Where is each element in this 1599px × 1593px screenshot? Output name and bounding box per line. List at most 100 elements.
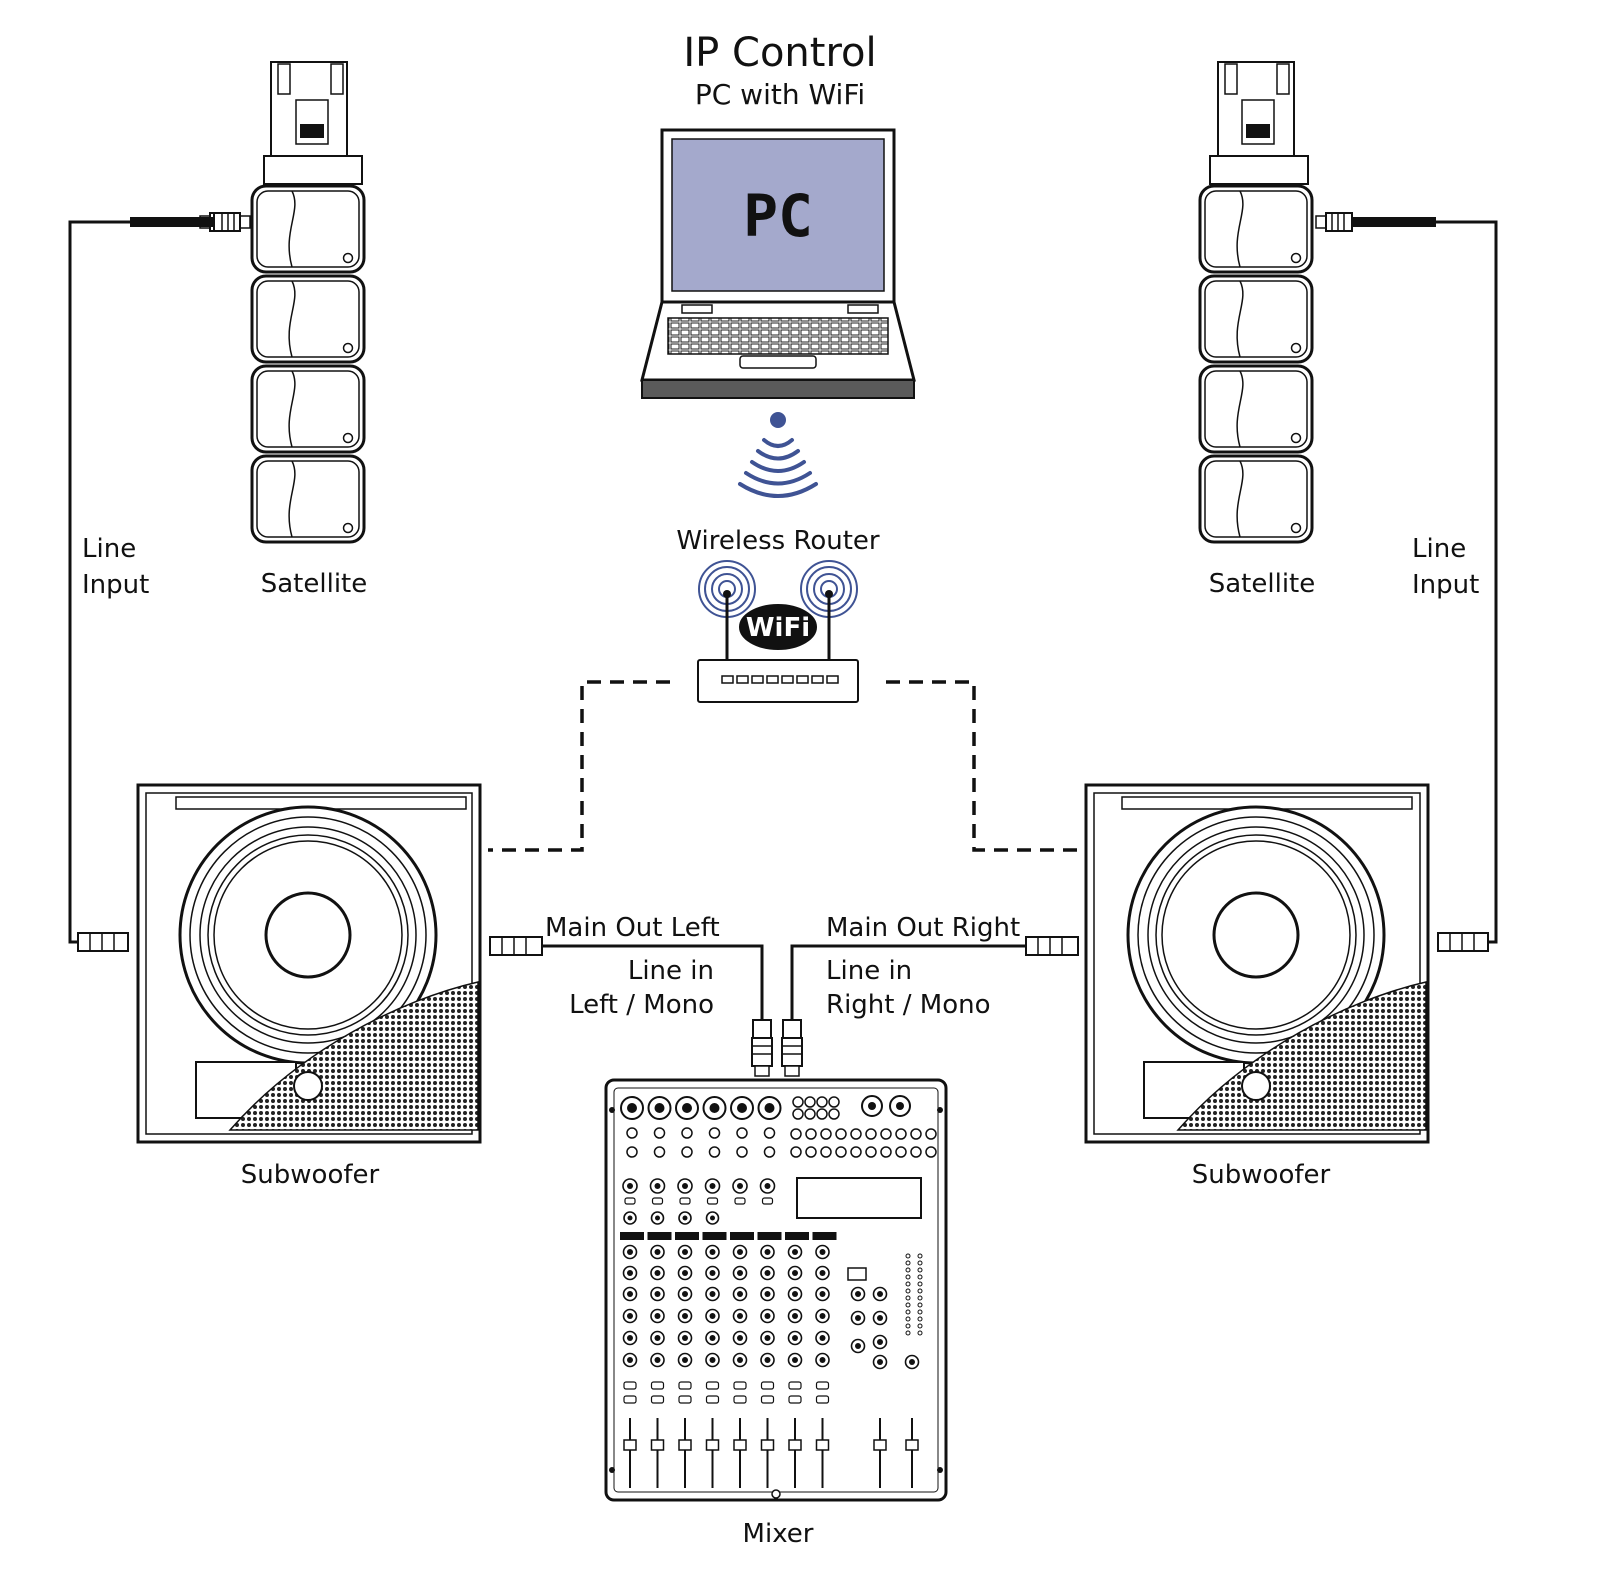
xlr-input-jack-center bbox=[709, 1103, 720, 1113]
gain-knob-center bbox=[737, 1183, 743, 1189]
stereo-input-jack bbox=[804, 1108, 816, 1120]
output-jack bbox=[835, 1128, 847, 1140]
channel-header bbox=[812, 1232, 837, 1240]
mixer-label: Mixer bbox=[743, 1519, 814, 1549]
channel-knob-center bbox=[764, 1291, 771, 1297]
switch bbox=[706, 1197, 719, 1205]
line-input-jack bbox=[626, 1127, 638, 1139]
gain-knob-center bbox=[709, 1183, 716, 1189]
channel-knob-center bbox=[709, 1291, 716, 1297]
line-in-right-label-2: Right / Mono bbox=[826, 990, 990, 1020]
right-line-input-cable bbox=[1315, 212, 1498, 944]
channel-knob-center bbox=[709, 1313, 716, 1319]
master-knob-center bbox=[855, 1315, 861, 1321]
stereo-input-jack bbox=[816, 1096, 828, 1108]
channel-knob-center bbox=[819, 1249, 826, 1255]
channel-knob-center bbox=[627, 1313, 633, 1319]
meter-led bbox=[917, 1302, 923, 1308]
mute-button bbox=[623, 1381, 637, 1390]
left-satellite-label: Satellite bbox=[261, 569, 368, 599]
wifi-logo bbox=[737, 602, 819, 652]
channel-knob-center bbox=[682, 1291, 688, 1297]
mute-button bbox=[705, 1381, 720, 1390]
line-input-jack bbox=[736, 1127, 748, 1139]
wifi-link-left bbox=[488, 680, 670, 852]
switch bbox=[651, 1197, 664, 1205]
pfl-button bbox=[760, 1395, 775, 1404]
channel-knob-center bbox=[627, 1291, 633, 1297]
meter-led bbox=[905, 1316, 911, 1322]
left-subwoofer bbox=[136, 783, 482, 1144]
fader-cap bbox=[760, 1439, 775, 1451]
mute-button bbox=[733, 1381, 747, 1390]
xlr-input-jack-center bbox=[737, 1103, 747, 1113]
fader-cap bbox=[650, 1439, 665, 1451]
fader-cap bbox=[733, 1439, 747, 1451]
pfl-button bbox=[705, 1395, 720, 1404]
switch bbox=[761, 1197, 774, 1205]
meter-led bbox=[917, 1281, 923, 1287]
left-satellite-speaker bbox=[250, 61, 366, 544]
channel-knob-center bbox=[709, 1249, 716, 1255]
wifi-link-right bbox=[886, 680, 1085, 852]
right-line-input-label-1: Line bbox=[1412, 534, 1466, 564]
pfl-button bbox=[733, 1395, 747, 1404]
left-line-input-label-2: Input bbox=[82, 570, 149, 600]
channel-knob-center bbox=[709, 1335, 716, 1341]
channel-knob-center bbox=[792, 1313, 798, 1319]
left-subwoofer-label: Subwoofer bbox=[241, 1160, 380, 1190]
mixer bbox=[604, 1078, 948, 1502]
channel-knob-center bbox=[792, 1291, 798, 1297]
wifi-logo-text: WiFi bbox=[746, 613, 810, 643]
meter-led bbox=[917, 1323, 923, 1329]
pfl-button bbox=[788, 1395, 802, 1404]
channel-header bbox=[647, 1232, 672, 1240]
output-jack bbox=[925, 1128, 937, 1140]
main-output-xlr-center bbox=[868, 1102, 876, 1110]
stereo-input-jack bbox=[828, 1108, 840, 1120]
channel-knob-center bbox=[737, 1335, 743, 1341]
right-subwoofer-grille bbox=[1176, 981, 1427, 1131]
master-fader-cap bbox=[873, 1439, 887, 1451]
meter-led bbox=[917, 1288, 923, 1294]
laptop-touchpad bbox=[739, 355, 817, 369]
channel-knob-center bbox=[819, 1313, 826, 1319]
channel-knob-center bbox=[682, 1313, 688, 1319]
xlr-input-jack-center bbox=[627, 1103, 637, 1113]
stereo-input-jack bbox=[828, 1096, 840, 1108]
left-subwoofer-output-connector bbox=[489, 936, 543, 956]
meter-led bbox=[905, 1274, 911, 1280]
main-output-xlr-center bbox=[896, 1102, 904, 1110]
channel-knob-center bbox=[819, 1357, 826, 1363]
left-subwoofer-input-connector bbox=[77, 932, 129, 952]
output-jack bbox=[865, 1146, 877, 1158]
stereo-input-jack bbox=[804, 1096, 816, 1108]
right-satellite-speaker bbox=[1198, 61, 1314, 544]
stereo-input-jack bbox=[816, 1108, 828, 1120]
output-jack bbox=[880, 1146, 892, 1158]
channel-knob-center bbox=[819, 1335, 826, 1341]
main-out-left-label: Main Out Left bbox=[545, 913, 720, 943]
fader-cap bbox=[705, 1439, 720, 1451]
mixer-controls bbox=[620, 1095, 937, 1488]
channel-knob-center bbox=[764, 1335, 771, 1341]
channel-knob-center bbox=[709, 1270, 716, 1276]
channel-knob-center bbox=[627, 1270, 633, 1276]
output-jack bbox=[925, 1146, 937, 1158]
master-fader-cap bbox=[905, 1439, 919, 1451]
switch bbox=[624, 1197, 636, 1205]
channel-knob-center bbox=[682, 1270, 688, 1276]
pfl-button bbox=[678, 1395, 692, 1404]
channel-knob-center bbox=[627, 1335, 633, 1341]
channel-knob-center bbox=[627, 1249, 633, 1255]
line-input-jack bbox=[653, 1127, 666, 1139]
channel-header bbox=[730, 1232, 754, 1240]
channel-knob-center bbox=[654, 1335, 661, 1341]
channel-knob-center bbox=[737, 1270, 743, 1276]
channel-knob-center bbox=[627, 1357, 633, 1363]
channel-knob-center bbox=[654, 1291, 661, 1297]
channel-knob-center bbox=[737, 1249, 743, 1255]
laptop-keyboard bbox=[667, 317, 889, 355]
right-subwoofer-output-connector bbox=[1437, 932, 1489, 952]
mute-button bbox=[678, 1381, 692, 1390]
